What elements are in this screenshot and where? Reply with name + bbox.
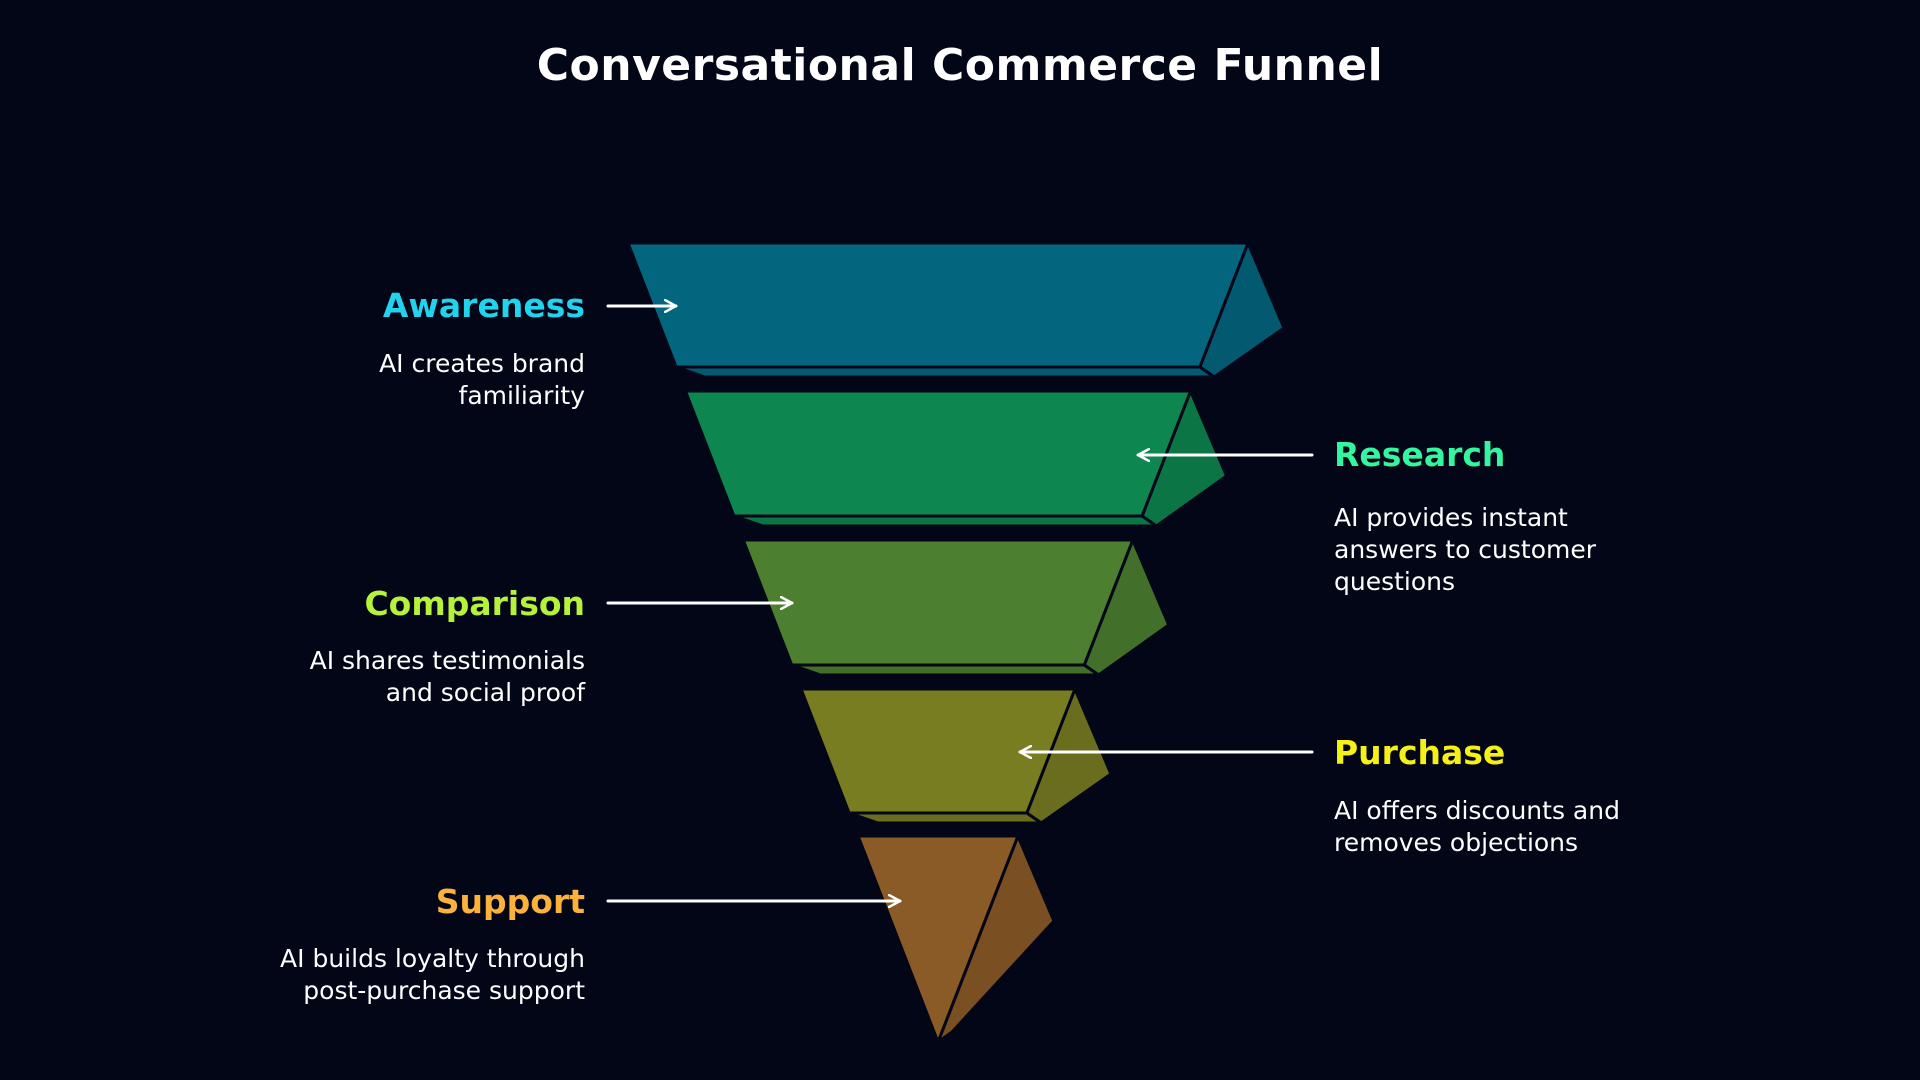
- funnel-layer-purchase: [798, 685, 1113, 825]
- stage-description-research: AI provides instant answers to customer …: [1334, 503, 1597, 596]
- funnel-layer-research: [683, 387, 1229, 528]
- funnel-layer-awareness: [625, 239, 1286, 379]
- stage-label-awareness: Awareness: [382, 286, 585, 325]
- stage-description-comparison: AI shares testimonials and social proof: [309, 646, 585, 707]
- stage-label-purchase: Purchase: [1334, 733, 1506, 772]
- funnel-layer-comparison: [741, 536, 1171, 677]
- diagram-title: Conversational Commerce Funnel: [536, 40, 1384, 91]
- stage-description-support: AI builds loyalty through post-purchase …: [280, 944, 585, 1005]
- stage-label-support: Support: [435, 882, 585, 921]
- funnel-front-purchase: [798, 687, 1078, 815]
- stage-description-awareness: AI creates brand familiarity: [379, 349, 585, 410]
- funnel-front-awareness: [625, 241, 1251, 369]
- stage-label-comparison: Comparison: [364, 584, 585, 623]
- funnel-front-support: [855, 834, 1021, 1047]
- stage-label-research: Research: [1334, 435, 1506, 474]
- funnel-layer-support: [855, 832, 1056, 1047]
- funnel-front-comparison: [741, 538, 1135, 667]
- stage-description-purchase: AI offers discounts and removes objectio…: [1334, 796, 1620, 857]
- funnel-front-research: [683, 389, 1193, 518]
